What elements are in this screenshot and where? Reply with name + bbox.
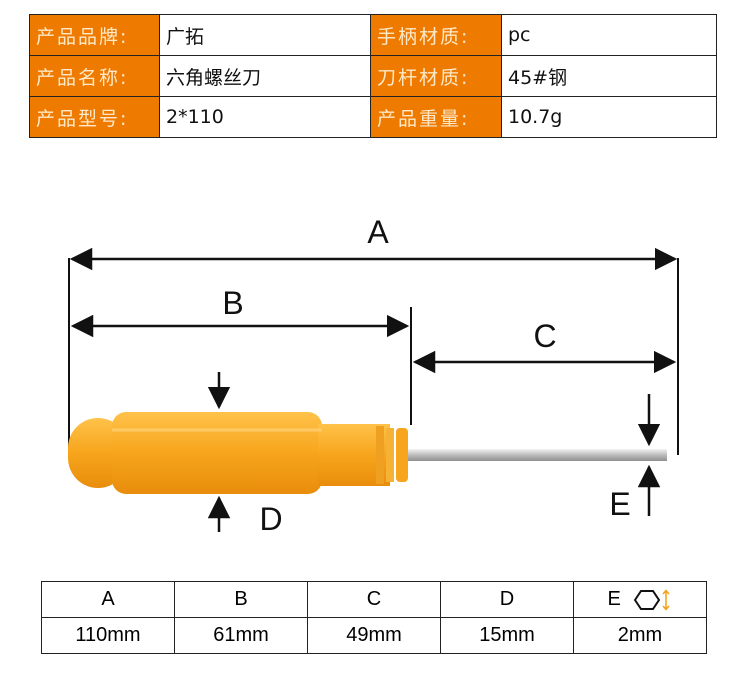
dimension-b-label: B bbox=[222, 285, 243, 321]
screwdriver-shaft bbox=[405, 449, 667, 461]
dimension-d-header: D bbox=[440, 581, 574, 618]
dimension-d-value: 15mm bbox=[440, 617, 574, 654]
screwdriver-handle bbox=[68, 412, 408, 494]
product-name-label: 产品名称: bbox=[29, 55, 160, 97]
dimension-a-header: A bbox=[41, 581, 175, 618]
model-value: 2*110 bbox=[159, 96, 371, 138]
dimension-b-header-text: B bbox=[234, 588, 248, 610]
spec-row-name: 产品名称: 六角螺丝刀 刀杆材质: 45#钢 bbox=[29, 55, 717, 97]
brand-value: 广拓 bbox=[159, 14, 371, 56]
dimension-e-header: E bbox=[573, 581, 707, 618]
dimension-c-header: C bbox=[307, 581, 441, 618]
dimension-b-header: B bbox=[174, 581, 308, 618]
spec-table: 产品品牌: 广拓 手柄材质: pc 产品名称: 六角螺丝刀 刀杆材质: 45#钢… bbox=[29, 14, 717, 138]
dimension-c-value: 49mm bbox=[307, 617, 441, 654]
dimension-b-value: 61mm bbox=[174, 617, 308, 654]
dimension-a-header-text: A bbox=[101, 588, 115, 610]
weight-value: 10.7g bbox=[501, 96, 717, 138]
hex-width-icon bbox=[634, 589, 671, 611]
handle-material-value: pc bbox=[501, 14, 717, 56]
screwdriver-diagram: A B C D E bbox=[68, 214, 679, 537]
dimensions-table: A B C D E 110mm 61mm 49mm 15mm 2mm bbox=[41, 581, 707, 654]
dimension-d-label: D bbox=[259, 501, 282, 537]
product-name-value: 六角螺丝刀 bbox=[159, 55, 371, 97]
dimensions-value-row: 110mm 61mm 49mm 15mm 2mm bbox=[41, 617, 707, 654]
dimensions-header-row: A B C D E bbox=[41, 581, 707, 618]
dimension-a-label: A bbox=[367, 214, 389, 250]
dimension-c-label: C bbox=[533, 318, 556, 354]
dimension-e-header-text: E bbox=[607, 588, 621, 610]
shaft-material-label: 刀杆材质: bbox=[370, 55, 502, 97]
shaft-material-value: 45#钢 bbox=[501, 55, 717, 97]
model-label: 产品型号: bbox=[29, 96, 160, 138]
dimension-e-value: 2mm bbox=[573, 617, 707, 654]
dimension-e-label: E bbox=[609, 486, 630, 522]
weight-label: 产品重量: bbox=[370, 96, 502, 138]
handle-material-label: 手柄材质: bbox=[370, 14, 502, 56]
spec-row-brand: 产品品牌: 广拓 手柄材质: pc bbox=[29, 14, 717, 56]
dimension-a-value: 110mm bbox=[41, 617, 175, 654]
dimension-c-header-text: C bbox=[366, 588, 382, 610]
spec-row-model: 产品型号: 2*110 产品重量: 10.7g bbox=[29, 96, 717, 138]
brand-label: 产品品牌: bbox=[29, 14, 160, 56]
dimension-d-header-text: D bbox=[499, 588, 515, 610]
